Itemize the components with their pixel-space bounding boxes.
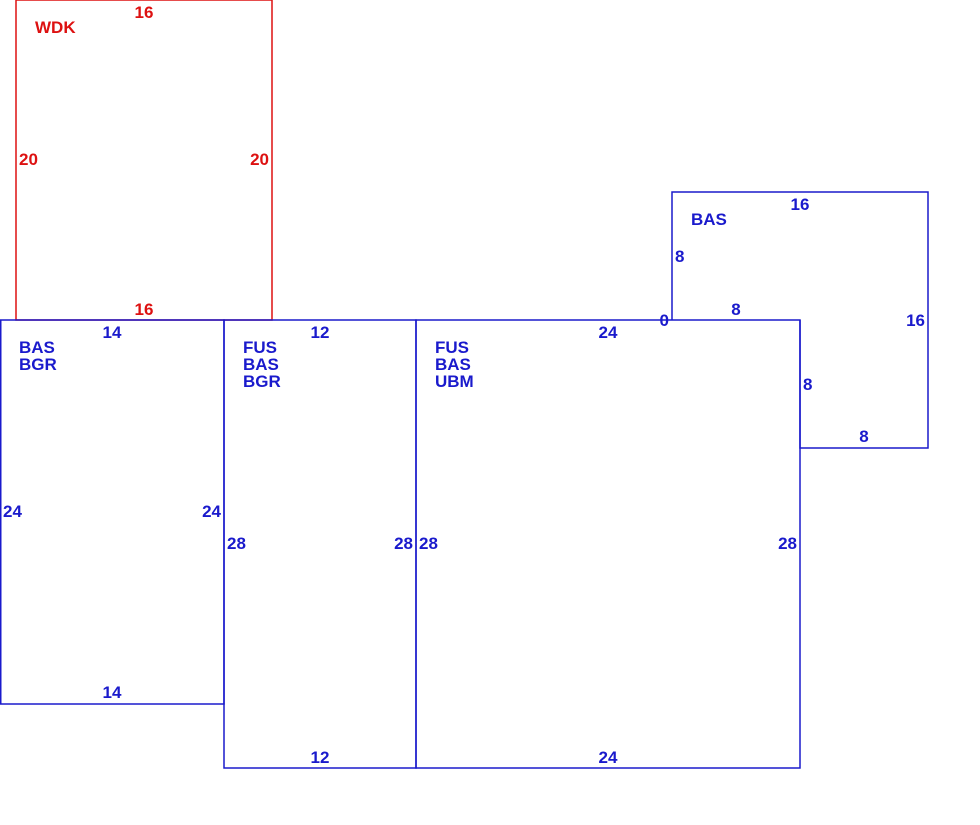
area-bas-bgr-dim-left: 24 <box>3 502 22 521</box>
area-bas-addition-dim-bottom: 8 <box>859 427 868 446</box>
area-fus-bas-ubm-code-2: BAS <box>435 355 471 374</box>
area-fus-bas-bgr-dim-right: 28 <box>394 534 413 553</box>
area-wdk-dim-bottom: 16 <box>135 300 154 319</box>
area-fus-bas-bgr-code-3: BGR <box>243 372 281 391</box>
area-fus-bas-ubm-code-3: UBM <box>435 372 474 391</box>
area-bas-bgr: BAS BGR 14 24 24 14 <box>0 319 225 705</box>
area-bas-bgr-dim-right: 24 <box>202 502 221 521</box>
area-bas-addition-dim-inner-right: 8 <box>803 375 812 394</box>
area-bas-addition: BAS 16 8 0 8 16 8 8 <box>660 191 929 449</box>
area-wdk-outline <box>15 0 273 321</box>
area-wdk-dim-top: 16 <box>135 3 154 22</box>
area-bas-addition-dim-top: 16 <box>791 195 810 214</box>
area-fus-bas-ubm-dim-bottom: 24 <box>599 748 618 767</box>
area-bas-addition-dim-right: 16 <box>906 311 925 330</box>
area-bas-addition-outline <box>671 191 929 449</box>
area-bas-addition-dim-left: 8 <box>675 247 684 266</box>
area-bas-bgr-outline <box>0 319 225 705</box>
area-wdk-dim-left: 20 <box>19 150 38 169</box>
area-fus-bas-bgr-dim-top: 12 <box>311 323 330 342</box>
area-bas-addition-dim-inner-top: 8 <box>731 300 740 319</box>
area-bas-addition-dim-zero: 0 <box>660 311 669 330</box>
area-fus-bas-ubm-outline <box>415 319 801 769</box>
area-fus-bas-bgr-dim-left: 28 <box>227 534 246 553</box>
area-fus-bas-bgr-code-1: FUS <box>243 338 277 357</box>
area-wdk-code-1: WDK <box>35 18 76 37</box>
area-bas-bgr-code-1: BAS <box>19 338 55 357</box>
area-fus-bas-ubm-dim-left: 28 <box>419 534 438 553</box>
area-fus-bas-bgr-dim-bottom: 12 <box>311 748 330 767</box>
area-bas-bgr-code-2: BGR <box>19 355 57 374</box>
area-fus-bas-ubm-dim-right: 28 <box>778 534 797 553</box>
area-wdk-dim-right: 20 <box>250 150 269 169</box>
area-fus-bas-ubm-dim-top: 24 <box>599 323 618 342</box>
area-fus-bas-ubm: FUS BAS UBM 24 28 28 24 <box>415 319 801 769</box>
area-fus-bas-bgr: FUS BAS BGR 12 28 28 12 <box>223 319 417 769</box>
area-fus-bas-bgr-code-2: BAS <box>243 355 279 374</box>
area-bas-bgr-dim-top: 14 <box>103 323 122 342</box>
area-fus-bas-ubm-code-1: FUS <box>435 338 469 357</box>
area-wdk: WDK 16 20 20 16 <box>15 0 273 321</box>
area-bas-bgr-dim-bottom: 14 <box>103 683 122 702</box>
area-bas-addition-code-1: BAS <box>691 210 727 229</box>
